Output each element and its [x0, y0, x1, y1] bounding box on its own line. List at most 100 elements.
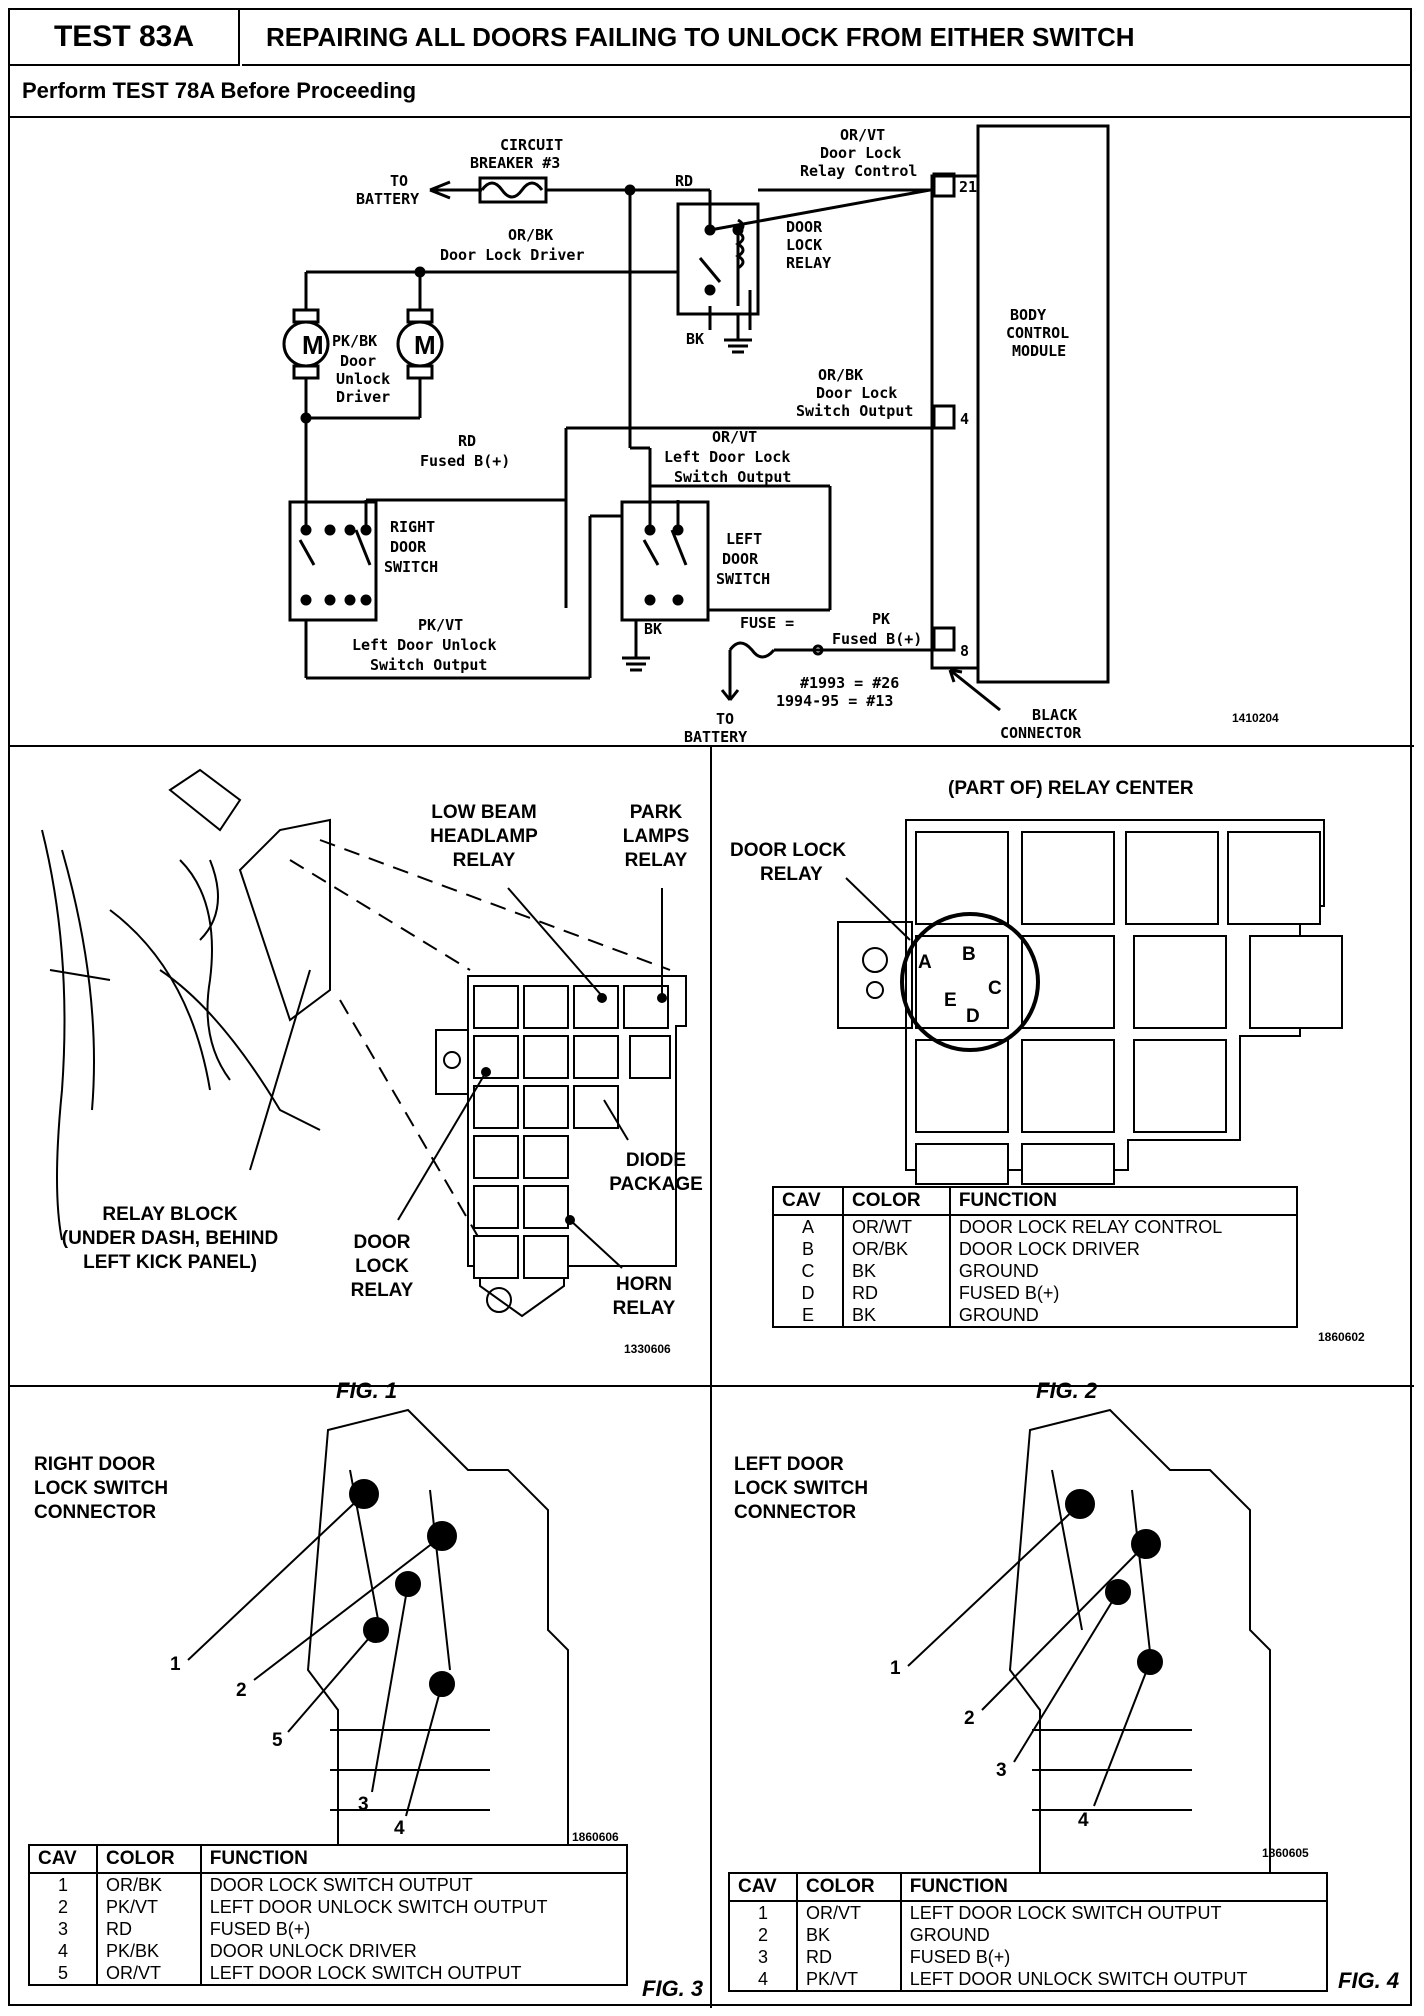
wire-desc: Switch Output [796, 402, 913, 420]
cell: PK/VT [95, 1896, 202, 1918]
switch-label: RIGHT [390, 518, 435, 536]
cell: 4 [28, 1940, 98, 1962]
cell: DOOR UNLOCK DRIVER [199, 1940, 629, 1962]
wire-desc: Relay Control [800, 162, 917, 180]
fig4-title: CONNECTOR [734, 1502, 856, 1523]
table-header-row: CAV COLOR FUNCTION [28, 1844, 629, 1874]
cell: 1 [28, 1873, 98, 1896]
switch-label: DOOR [722, 550, 759, 568]
fuse-label: FUSE = [740, 614, 794, 632]
cell: DOOR LOCK SWITCH OUTPUT [199, 1873, 629, 1896]
table-header-row: CAV COLOR FUNCTION [728, 1872, 1329, 1902]
test-id: TEST 83A [10, 10, 240, 66]
bcm-label: BODY [1010, 306, 1046, 324]
test-subtitle: Perform TEST 78A Before Proceeding [10, 66, 1410, 118]
door-lock-relay-label: LOCK [355, 1256, 409, 1277]
fig3-leaders [187, 1493, 443, 1817]
wire-desc: Unlock [336, 370, 390, 388]
cell: OR/VT [95, 1962, 202, 1986]
wire-desc: Switch Output [370, 656, 487, 674]
callout-4: 4 [394, 1818, 405, 1839]
col-function: FUNCTION [899, 1872, 1329, 1902]
cell: GROUND [948, 1260, 1299, 1282]
cell: LEFT DOOR UNLOCK SWITCH OUTPUT [199, 1896, 629, 1918]
fig2-caption: FIG. 2 [1036, 1378, 1098, 1403]
horn-relay-label: RELAY [613, 1298, 676, 1319]
switch-label: LEFT [726, 530, 762, 548]
wire-color: PK [872, 610, 890, 628]
relay-label: RELAY [786, 254, 831, 272]
cell: 2 [728, 1924, 798, 1946]
col-cav: CAV [28, 1844, 98, 1874]
cell: BK [841, 1304, 951, 1328]
pin-c: C [988, 978, 1002, 999]
to-battery-label: BATTERY [356, 190, 419, 208]
col-color: COLOR [795, 1872, 902, 1902]
cell: 3 [728, 1946, 798, 1968]
door-lock-relay-label: DOOR [354, 1232, 411, 1253]
fig2-door-lock-relay: RELAY [760, 864, 823, 885]
fig2-relay-sockets [915, 831, 1343, 1185]
wire-rd: RD [675, 172, 693, 190]
low-beam-label: LOW BEAM [431, 802, 537, 823]
relay-block-label: RELAY BLOCK [102, 1204, 237, 1225]
relay-block-label: LEFT KICK PANEL) [83, 1252, 257, 1273]
circuit-breaker-label: BREAKER #3 [470, 154, 560, 172]
wire-color: RD [458, 432, 476, 450]
fig3-title: LOCK SWITCH [34, 1478, 168, 1499]
connector-label: CONNECTOR [1000, 724, 1082, 742]
wire-desc: Fused B(+) [420, 452, 510, 470]
fig4-leaders [907, 1503, 1151, 1807]
park-lamps-label: RELAY [625, 850, 688, 871]
wire-desc: Door Lock [816, 384, 897, 402]
wire-desc: Door Lock Driver [440, 246, 585, 264]
pin-8: 8 [960, 642, 969, 660]
diode-label: DIODE [626, 1150, 686, 1171]
cell: 1 [728, 1901, 798, 1924]
cell: GROUND [948, 1304, 1299, 1328]
pin-b: B [962, 944, 976, 965]
pin-8-box [932, 626, 956, 652]
cell: FUSED B(+) [199, 1918, 629, 1940]
cell: LEFT DOOR UNLOCK SWITCH OUTPUT [899, 1968, 1329, 1992]
col-cav: CAV [772, 1186, 844, 1216]
diagram-code: 1410204 [1232, 711, 1279, 725]
fig3-code: 1860606 [572, 1830, 619, 1844]
switch-label: DOOR [390, 538, 427, 556]
cell: E [772, 1304, 844, 1328]
cell: BK [841, 1260, 951, 1282]
fig1-caption: FIG. 1 [336, 1378, 398, 1403]
fig4-title: LEFT DOOR [734, 1454, 844, 1475]
cell: RD [795, 1946, 902, 1968]
pin-4-box [932, 404, 956, 430]
wire-color: PK/BK [332, 332, 377, 350]
fig3-title: RIGHT DOOR [34, 1454, 156, 1475]
col-color: COLOR [841, 1186, 951, 1216]
callout-2: 2 [964, 1708, 975, 1729]
switch-label: SWITCH [716, 570, 770, 588]
cell: RD [841, 1282, 951, 1304]
fig2-leader [845, 877, 911, 941]
cell: BK [795, 1924, 902, 1946]
cell: DOOR LOCK RELAY CONTROL [948, 1215, 1299, 1238]
wire-desc: Door Lock [820, 144, 901, 162]
wire-desc: Driver [336, 388, 390, 406]
door-lock-relay-highlight [900, 912, 1040, 1052]
fig1-code: 1330606 [624, 1342, 671, 1356]
cell: RD [95, 1918, 202, 1940]
relay-block-label: (UNDER DASH, BEHIND [62, 1228, 278, 1249]
bcm-label: MODULE [1012, 342, 1066, 360]
col-function: FUNCTION [199, 1844, 629, 1874]
cell: B [772, 1238, 844, 1260]
fig1-leaders [397, 887, 667, 1269]
test-title: REPAIRING ALL DOORS FAILING TO UNLOCK FR… [242, 10, 1410, 66]
cell: C [772, 1260, 844, 1282]
fig4-title: LOCK SWITCH [734, 1478, 868, 1499]
wire-bk: BK [644, 620, 662, 638]
diagram-canvas: CIRCUIT BREAKER #3 TO BATTERY RD OR/VT D… [10, 124, 1414, 2008]
col-color: COLOR [95, 1844, 202, 1874]
